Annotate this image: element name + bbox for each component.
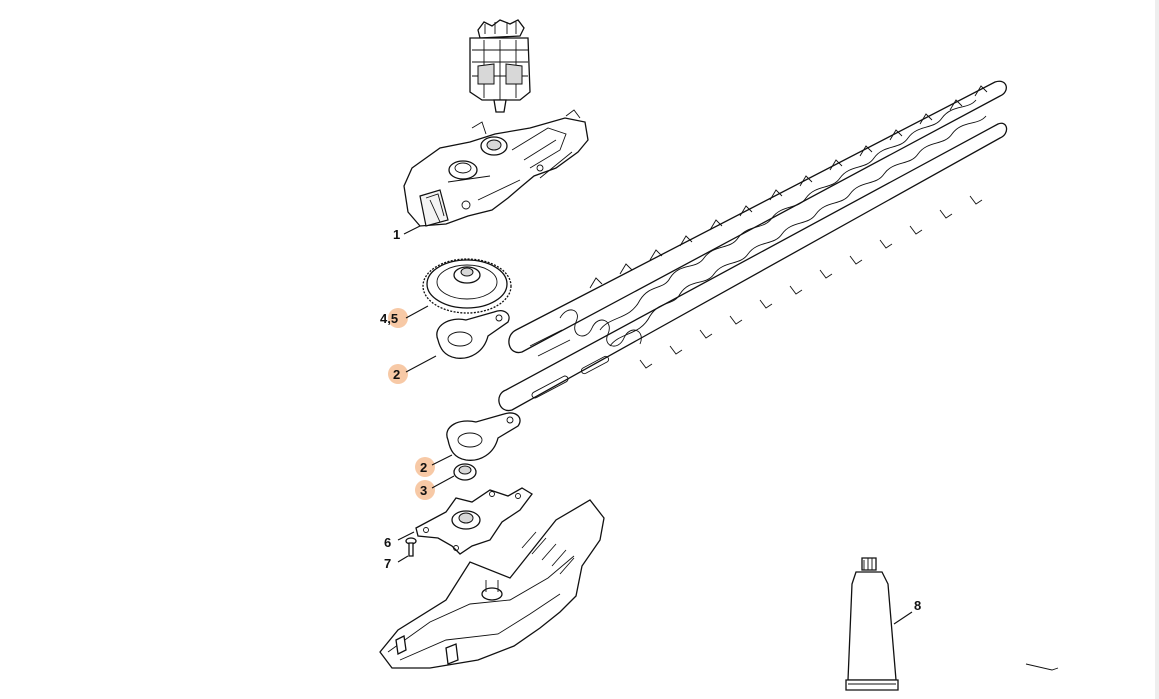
hedge-trimmer-blade-part (498, 80, 1008, 412)
leader-line (893, 611, 913, 625)
callout-2-upper: 2 (393, 367, 400, 382)
leader-line (431, 454, 453, 466)
callout-3: 3 (420, 483, 427, 498)
leader-line (397, 555, 409, 563)
leader-line (405, 305, 429, 319)
gear-wheel-part (422, 258, 512, 314)
callout-4-5: 4,5 (380, 311, 398, 326)
callout-1: 1 (393, 227, 400, 242)
bearing-part (453, 463, 477, 481)
leader-line (405, 355, 437, 373)
grease-tube-part (845, 557, 899, 691)
callout-2-lower: 2 (420, 460, 427, 475)
callout-highlight (388, 308, 408, 328)
callout-6: 6 (384, 535, 391, 550)
page-edge-strip (1155, 0, 1159, 699)
stray-mark (1025, 663, 1059, 671)
bottom-cover-part (379, 499, 605, 669)
connecting-rod-lower-part (446, 412, 521, 461)
leader-line (403, 225, 421, 235)
callout-8: 8 (914, 598, 921, 613)
plate-part (415, 487, 533, 555)
callout-highlight (415, 480, 435, 500)
motor-part (469, 19, 531, 113)
callout-7: 7 (384, 556, 391, 571)
leader-line (397, 531, 415, 541)
callout-highlight (415, 457, 435, 477)
gear-housing-part (403, 109, 589, 227)
connecting-rod-upper-part (436, 310, 510, 359)
callout-highlight (388, 364, 408, 384)
screw-part (405, 537, 417, 557)
leader-line (431, 475, 455, 489)
